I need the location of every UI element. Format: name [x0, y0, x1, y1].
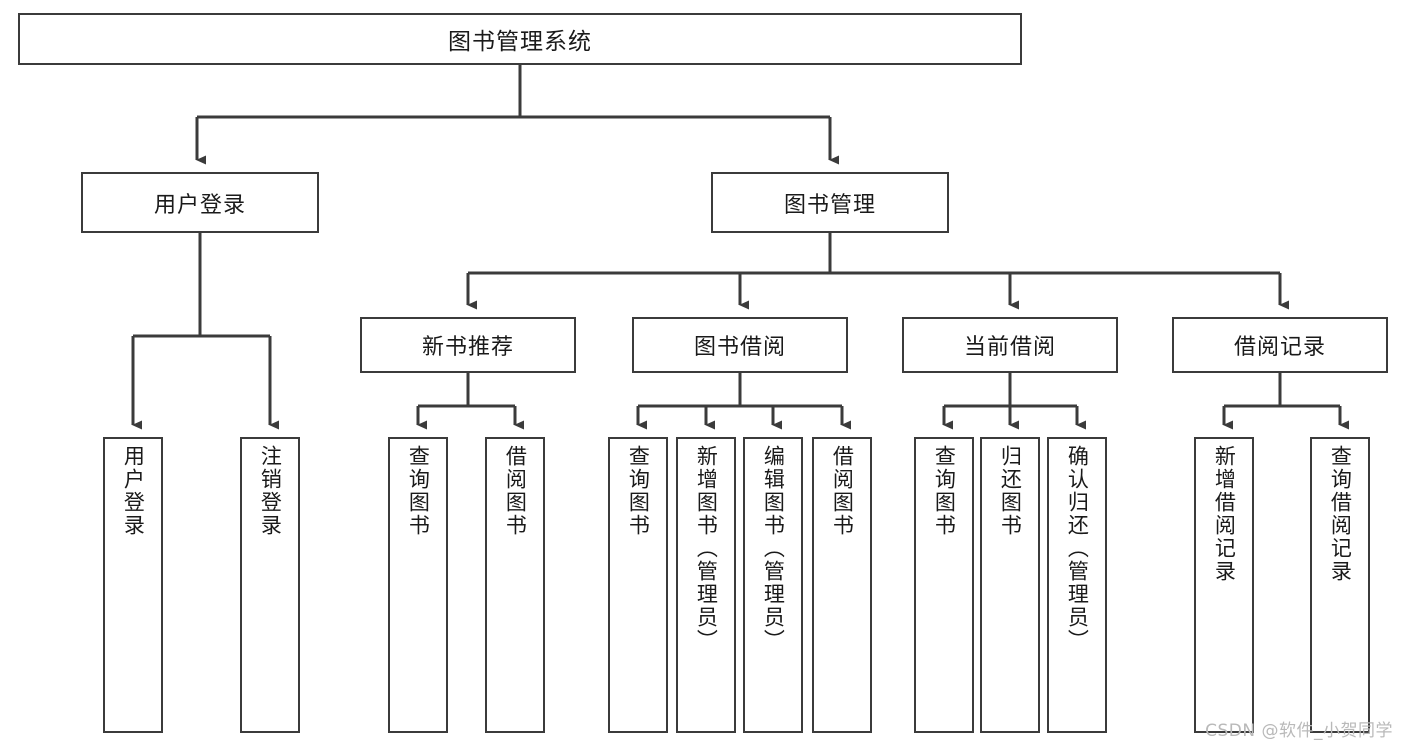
leaf-recommend-borrow-book[interactable]: 借阅图书 — [485, 437, 545, 733]
node-current-borrow-label: 当前借阅 — [963, 335, 1056, 360]
node-new-book-recommend-label: 新书推荐 — [421, 335, 514, 360]
leaf-label: 新增借阅记录 — [1212, 445, 1237, 583]
node-user-login[interactable]: 用户登录 — [81, 172, 319, 233]
node-root-label: 图书管理系统 — [448, 29, 592, 55]
leaf-user-login-logout[interactable]: 注销登录 — [240, 437, 300, 733]
leaf-user-login-login[interactable]: 用户登录 — [103, 437, 163, 733]
leaf-label: 查询图书 — [932, 445, 957, 537]
node-borrow-record-label: 借阅记录 — [1233, 335, 1326, 360]
node-book-management-label: 图书管理 — [783, 192, 876, 218]
leaf-label: 注销登录 — [258, 445, 283, 537]
leaf-current-return-book[interactable]: 归还图书 — [980, 437, 1040, 733]
leaf-record-query-record[interactable]: 查询借阅记录 — [1310, 437, 1370, 733]
leaf-label: 编辑图书（管理员） — [761, 445, 786, 652]
leaf-borrow-edit-book-admin[interactable]: 编辑图书（管理员） — [743, 437, 803, 733]
leaf-label: 新增图书（管理员） — [694, 445, 719, 652]
leaf-label: 借阅图书 — [503, 445, 528, 537]
leaf-label: 确认归还（管理员） — [1065, 445, 1090, 652]
leaf-label: 借阅图书 — [830, 445, 855, 537]
leaf-recommend-query-book[interactable]: 查询图书 — [388, 437, 448, 733]
node-book-borrow[interactable]: 图书借阅 — [632, 317, 848, 373]
leaf-current-query-book[interactable]: 查询图书 — [914, 437, 974, 733]
leaf-record-add-record[interactable]: 新增借阅记录 — [1194, 437, 1254, 733]
node-book-management[interactable]: 图书管理 — [711, 172, 949, 233]
leaf-borrow-add-book-admin[interactable]: 新增图书（管理员） — [676, 437, 736, 733]
leaf-label: 归还图书 — [998, 445, 1023, 537]
leaf-label: 用户登录 — [121, 445, 146, 537]
leaf-label: 查询图书 — [406, 445, 431, 537]
node-user-login-label: 用户登录 — [153, 192, 246, 218]
watermark: CSDN @软件_小贺同学 — [1205, 721, 1393, 741]
node-root[interactable]: 图书管理系统 — [18, 13, 1022, 65]
leaf-borrow-borrow-book[interactable]: 借阅图书 — [812, 437, 872, 733]
leaf-label: 查询图书 — [626, 445, 651, 537]
node-current-borrow[interactable]: 当前借阅 — [902, 317, 1118, 373]
leaf-borrow-query-book[interactable]: 查询图书 — [608, 437, 668, 733]
leaf-label: 查询借阅记录 — [1328, 445, 1353, 583]
leaf-current-confirm-return-admin[interactable]: 确认归还（管理员） — [1047, 437, 1107, 733]
node-new-book-recommend[interactable]: 新书推荐 — [360, 317, 576, 373]
node-book-borrow-label: 图书借阅 — [693, 335, 786, 360]
node-borrow-record[interactable]: 借阅记录 — [1172, 317, 1388, 373]
